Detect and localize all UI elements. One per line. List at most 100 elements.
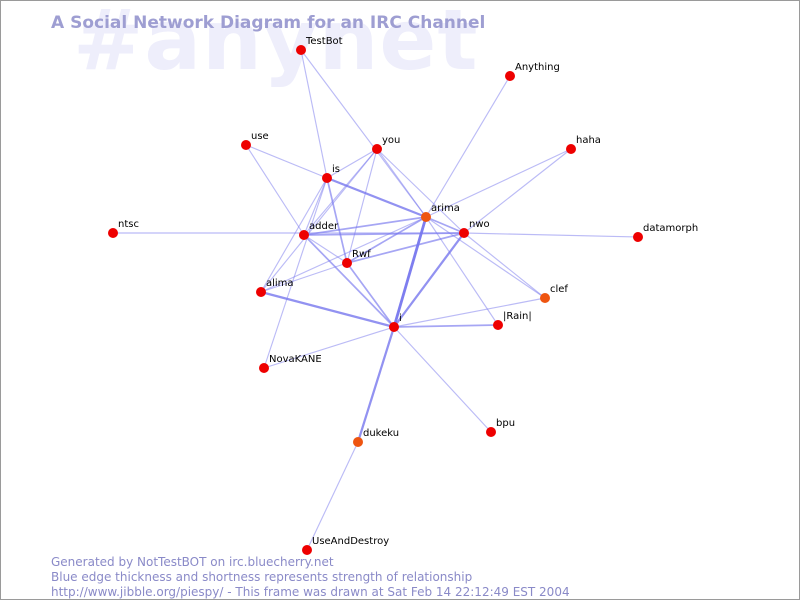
- node-label: is: [332, 164, 340, 175]
- node-label: you: [382, 135, 400, 146]
- node-alima: alima: [256, 278, 294, 297]
- edge-haha-nwo: [463, 148, 572, 234]
- node-haha: haha: [566, 135, 601, 154]
- node-marker: [353, 437, 363, 447]
- node-nwo: nwo: [459, 219, 490, 238]
- edge-arima-alima: [260, 216, 427, 293]
- edge-nwo-datamorph: [463, 232, 639, 238]
- edge-i-dukeku: [356, 326, 396, 443]
- edge-use-is: [245, 144, 328, 179]
- edge-i-clef: [393, 297, 546, 328]
- node-label: haha: [576, 135, 601, 146]
- node-label: arima: [431, 203, 460, 214]
- edge-you-is: [326, 148, 378, 179]
- edge-you-arima: [376, 148, 427, 218]
- node-marker: [322, 173, 332, 183]
- edges-layer: [113, 49, 639, 551]
- edge-adder-i: [303, 234, 395, 328]
- edge-arima-nwo: [425, 216, 465, 234]
- edge-is-arima: [326, 176, 427, 219]
- node-Rwf: Rwf: [342, 249, 371, 268]
- node-marker: [296, 45, 306, 55]
- node-marker: [633, 232, 643, 242]
- edge-arima-Rain: [425, 216, 499, 326]
- edge-haha-arima: [425, 148, 572, 218]
- node-Anything: Anything: [505, 62, 560, 81]
- node-is: is: [322, 164, 340, 183]
- node-label: NovaKANE: [269, 354, 322, 365]
- edge-you-nwo: [376, 148, 465, 234]
- node-use: use: [241, 131, 269, 150]
- edge-Rwf-alima: [260, 262, 348, 293]
- edge-i-NovaKANE: [263, 326, 395, 369]
- node-marker: [486, 427, 496, 437]
- node-marker: [108, 228, 118, 238]
- node-label: TestBot: [305, 36, 343, 47]
- edge-is-Rwf: [326, 177, 348, 264]
- edge-Anything-arima: [425, 75, 511, 218]
- node-NovaKANE: NovaKANE: [259, 354, 322, 373]
- edge-you-Rwf: [346, 148, 378, 264]
- edge-is-adder: [303, 177, 328, 236]
- node-dukeku: dukeku: [353, 428, 399, 447]
- footer-legend-note: Blue edge thickness and shortness repres…: [51, 570, 473, 584]
- footer-generated-by: Generated by NotTestBOT on irc.bluecherr…: [51, 555, 334, 569]
- node-label: datamorph: [643, 223, 698, 234]
- edge-Rwf-i: [346, 262, 395, 328]
- edge-i-Rain: [393, 324, 499, 328]
- edge-adder-nwo: [303, 232, 465, 236]
- node-label: UseAndDestroy: [312, 536, 389, 547]
- node-marker: [259, 363, 269, 373]
- edge-alima-i: [260, 290, 395, 329]
- node-label: dukeku: [363, 428, 399, 439]
- node-marker: [540, 293, 550, 303]
- node-marker: [302, 545, 312, 555]
- edge-TestBot-arima: [300, 49, 427, 218]
- edge-nwo-clef: [463, 232, 546, 299]
- node-label: i: [399, 313, 402, 324]
- node-label: |Rain|: [503, 311, 532, 322]
- edge-nwo-i: [393, 232, 465, 328]
- node-marker: [342, 258, 352, 268]
- edge-dukeku-UseAndDestroy: [306, 441, 359, 551]
- edge-arima-Rwf: [346, 216, 427, 264]
- node-marker: [256, 287, 266, 297]
- diagram-title: A Social Network Diagram for an IRC Chan…: [51, 13, 486, 33]
- node-marker: [505, 71, 515, 81]
- node-label: Anything: [515, 62, 560, 73]
- channel-watermark: #anynet: [73, 0, 479, 89]
- node-marker: [389, 322, 399, 332]
- edge-nwo-Rwf: [346, 232, 465, 264]
- edge-use-adder: [245, 144, 305, 236]
- node-label: adder: [309, 221, 339, 232]
- node-label: alima: [266, 278, 294, 289]
- node-Rain: |Rain|: [493, 311, 532, 330]
- edge-arima-i: [392, 216, 428, 328]
- edge-is-alima: [260, 177, 328, 293]
- edge-arima-adder: [303, 216, 427, 236]
- node-adder: adder: [299, 221, 339, 240]
- node-clef: clef: [540, 284, 568, 303]
- node-label: Rwf: [352, 249, 371, 260]
- edge-i-bpu: [393, 326, 492, 433]
- node-marker: [241, 140, 251, 150]
- node-marker: [421, 212, 431, 222]
- edge-arima-clef: [425, 216, 546, 299]
- node-arima: arima: [421, 203, 460, 222]
- node-label: ntsc: [118, 219, 139, 230]
- footer-url-timestamp: http://www.jibble.org/piespy/ - This fra…: [51, 585, 570, 599]
- edge-you-alima: [260, 148, 378, 293]
- node-TestBot: TestBot: [296, 36, 343, 55]
- node-UseAndDestroy: UseAndDestroy: [302, 536, 389, 555]
- edge-is-NovaKANE: [263, 177, 328, 369]
- node-marker: [372, 144, 382, 154]
- node-label: bpu: [496, 418, 515, 429]
- node-marker: [566, 144, 576, 154]
- node-i: i: [389, 313, 402, 332]
- node-label: nwo: [469, 219, 490, 230]
- node-marker: [493, 320, 503, 330]
- node-bpu: bpu: [486, 418, 515, 437]
